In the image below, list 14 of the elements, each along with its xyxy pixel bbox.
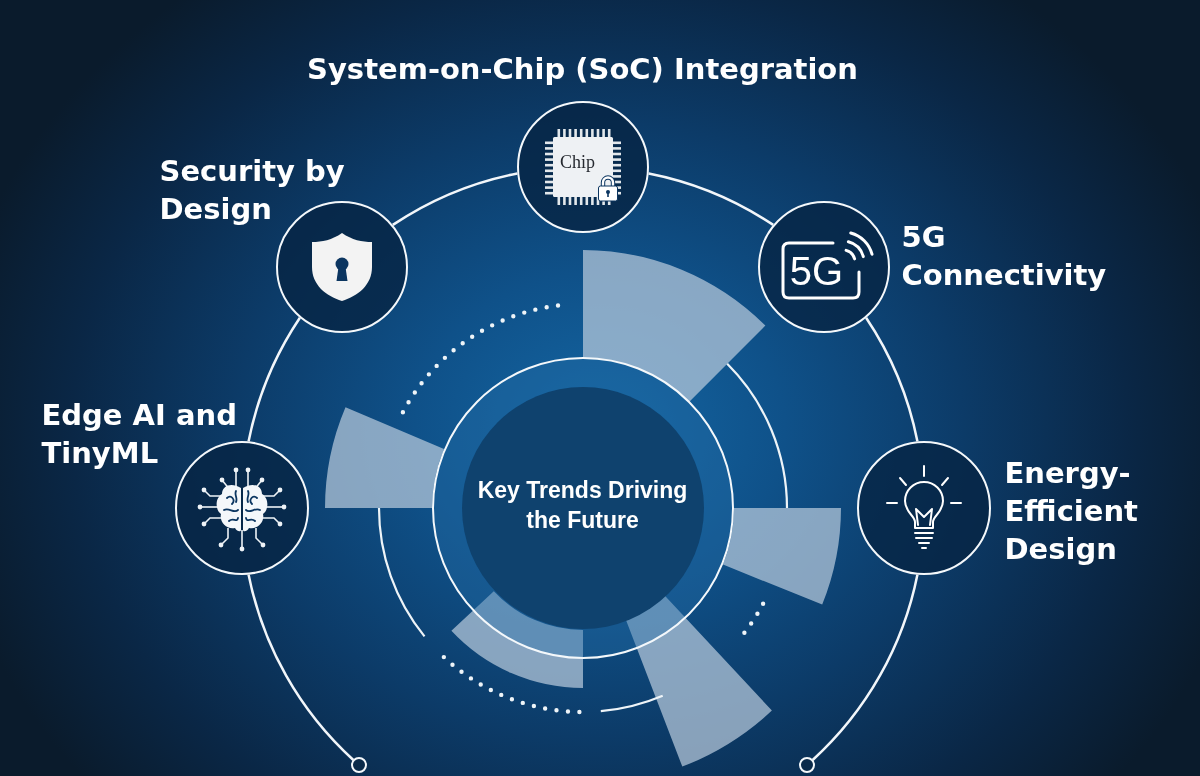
connector-arc xyxy=(865,317,919,442)
hub-label: Key Trends Driving the Future xyxy=(477,475,688,535)
connector-arc xyxy=(247,317,301,442)
chip-label: Chip xyxy=(559,151,596,172)
signal-label: 5G xyxy=(788,248,844,293)
connector-arc xyxy=(811,574,919,761)
connector-arc xyxy=(648,172,774,226)
connector-arc xyxy=(392,172,518,226)
trend-heading: Security by Design xyxy=(159,152,346,228)
trend-heading: Energy-Efficient Design xyxy=(1004,454,1139,568)
trend-heading: 5G Connectivity xyxy=(901,218,1108,294)
trend-heading: Edge AI and TinyML xyxy=(41,396,238,472)
connector-arc xyxy=(247,574,355,761)
trend-heading: System-on-Chip (SoC) Integration xyxy=(306,50,859,88)
